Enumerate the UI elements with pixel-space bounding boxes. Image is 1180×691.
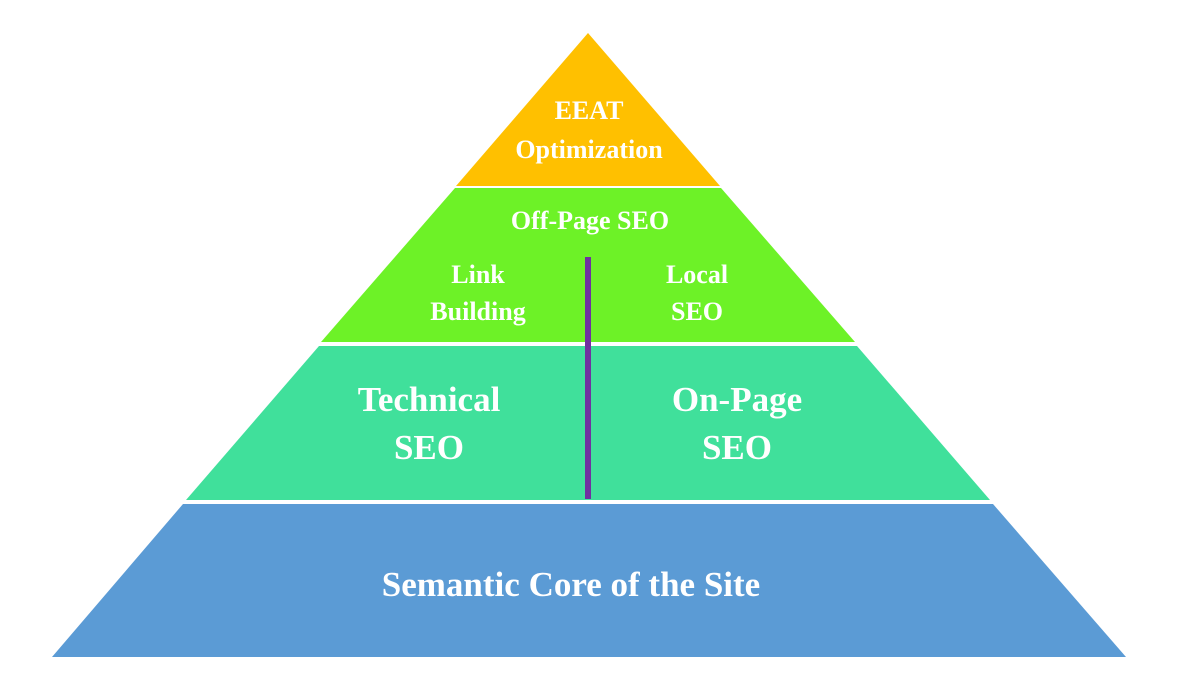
eeat-label-line1: EEAT (555, 96, 624, 125)
off-page-seo-title: Off-Page SEO (511, 206, 669, 235)
technical-seo-line1: Technical (358, 380, 501, 419)
eeat-label-line2: Optimization (515, 135, 663, 164)
tier-eeat (456, 33, 720, 186)
divider-line (585, 257, 591, 499)
technical-seo-line2: SEO (394, 428, 464, 467)
on-page-seo-line1: On-Page (672, 380, 802, 419)
on-page-seo-line2: SEO (702, 428, 772, 467)
link-building-line2: Building (430, 297, 525, 326)
tier-semantic-core (52, 504, 1126, 657)
link-building-line1: Link (451, 260, 505, 289)
semantic-core-label: Semantic Core of the Site (382, 565, 760, 604)
local-seo-line1: Local (666, 260, 728, 289)
local-seo-line2: SEO (671, 297, 723, 326)
